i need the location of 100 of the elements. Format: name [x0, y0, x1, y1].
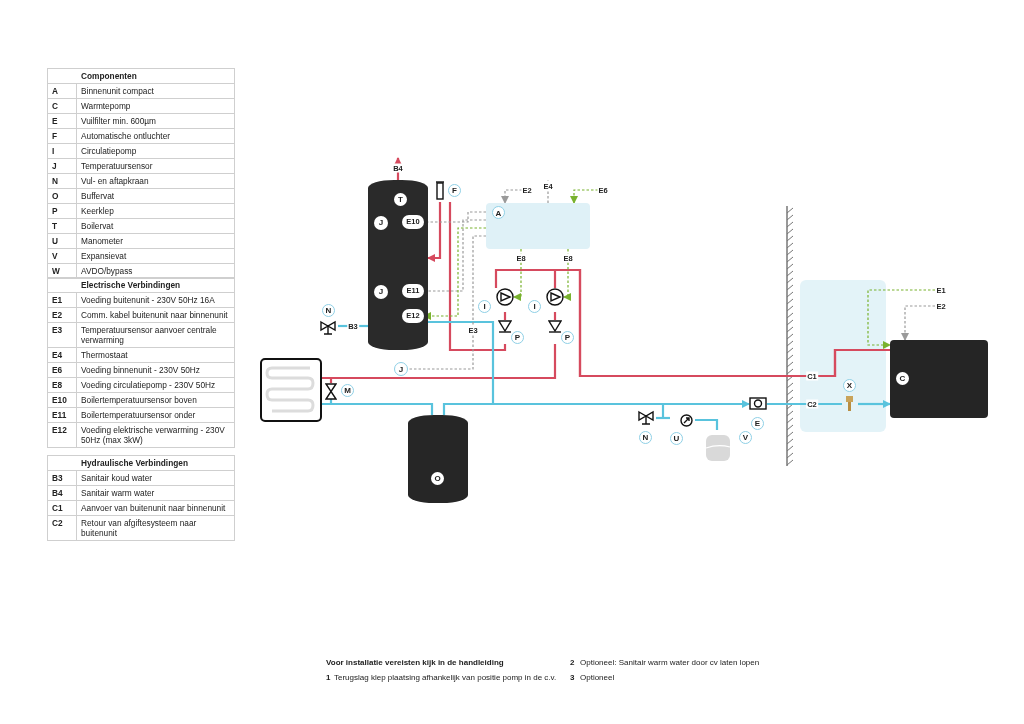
callout-letter: F — [448, 184, 461, 197]
callout-letter: P — [511, 331, 524, 344]
table-cell: Circulatiepomp — [76, 143, 235, 159]
footnote-number: 2 — [570, 658, 575, 667]
table-cell: E11 — [47, 407, 77, 423]
table-cell: Buffervat — [76, 188, 235, 204]
footnote-text: Terugslag klep plaatsing afhankelijk van positie pomp in de c.v. — [334, 673, 557, 682]
pipe — [858, 400, 891, 408]
table-cell: E2 — [47, 307, 77, 323]
table-cell: Vuilfilter min. 600µm — [76, 113, 235, 129]
table-cell: E — [47, 113, 77, 129]
table-cell: Sanitair koud water — [76, 470, 235, 486]
cable-line — [867, 289, 936, 349]
cable-line — [570, 189, 599, 204]
pipe — [322, 344, 557, 380]
table-cell: U — [47, 233, 77, 249]
tank-drawing — [368, 180, 428, 350]
table-cell: Boilertemperatuursensor onder — [76, 407, 235, 423]
table-cell: Aanvoer van buitenunit naar binnenunit — [76, 500, 235, 516]
table-cell: E1 — [47, 292, 77, 308]
table-header: Electrische Verbindingen — [47, 277, 235, 293]
pipe — [767, 402, 842, 406]
table-cell: A — [47, 83, 77, 99]
table-cell: N — [47, 173, 77, 189]
footnote-text: Voor installatie vereisten kijk in de handleiding — [326, 658, 504, 667]
table-header: Componenten — [47, 68, 235, 84]
table-cell: Manometer — [76, 233, 235, 249]
callout-letter: I — [528, 300, 541, 313]
table-cell: Boilertemperatuursensor boven — [76, 392, 235, 408]
callout-letter: I — [478, 300, 491, 313]
pipe — [322, 402, 434, 415]
table-cell: Sanitair warm water — [76, 485, 235, 501]
callout-letter: U — [670, 432, 683, 445]
table-cell: Voeding buitenunit - 230V 50Hz 16A — [76, 292, 235, 308]
table-cell: Vul- en aftapkraan — [76, 173, 235, 189]
callout-letter: J — [394, 362, 408, 376]
callout-letter: A — [492, 206, 505, 219]
callout-letter: O — [431, 472, 444, 485]
footnote-text: Optioneel: Sanitair warm water door cv laten lopen — [580, 658, 760, 667]
table-cell: Warmtepomp — [76, 98, 235, 114]
table-cell: E4 — [47, 347, 77, 363]
table-cell: Voeding binnenunit - 230V 50Hz — [76, 362, 235, 378]
table-cell: T — [47, 218, 77, 234]
pipe — [695, 418, 719, 430]
cable-line — [563, 248, 571, 301]
table-cell: V — [47, 248, 77, 264]
table-cell: W — [47, 263, 77, 279]
callout-letter: J — [374, 216, 388, 230]
callout-letter: M — [341, 384, 354, 397]
table-cell: I — [47, 143, 77, 159]
table-cell: Retour van afgiftesysteem naar buitenunit — [76, 515, 235, 541]
table-cell: B3 — [47, 470, 77, 486]
table-cell: Voeding circulatiepomp - 230V 50Hz — [76, 377, 235, 393]
table-cell: C2 — [47, 515, 77, 541]
cable-line — [513, 248, 522, 301]
table-cell: E3 — [47, 322, 77, 348]
callout-letter: C — [896, 372, 909, 385]
table-cell: E12 — [47, 422, 77, 448]
table-cell: O — [47, 188, 77, 204]
table-cell: E8 — [47, 377, 77, 393]
table-cell: Temperatuursensor — [76, 158, 235, 174]
callout-letter: N — [639, 431, 652, 444]
footnote-number: 3 — [570, 673, 575, 682]
table-cell: E10 — [47, 392, 77, 408]
callout-letter: P — [561, 331, 574, 344]
table-cell: Boilervat — [76, 218, 235, 234]
table-cell: AVDO/bypass — [76, 263, 235, 279]
table-cell: P — [47, 203, 77, 219]
callout-letter: V — [739, 431, 752, 444]
table-cell: Automatische ontluchter — [76, 128, 235, 144]
table-cell: E6 — [47, 362, 77, 378]
tank-drawing — [408, 415, 468, 503]
table-header: Hydraulische Verbindingen — [47, 455, 235, 471]
unit-box — [486, 203, 590, 249]
callout-letter: T — [394, 193, 407, 206]
callout-letter: N — [322, 304, 335, 317]
table-cell: Comm. kabel buitenunit naar binnenunit — [76, 307, 235, 323]
table-cell: B4 — [47, 485, 77, 501]
table-cell: F — [47, 128, 77, 144]
table-cell: Keerklep — [76, 203, 235, 219]
pipe — [428, 320, 750, 408]
pipe — [448, 202, 507, 352]
table-cell: Temperatuursensor aanvoer centrale verwarming — [76, 322, 235, 348]
table-cell: C1 — [47, 500, 77, 516]
cable-line — [501, 189, 523, 204]
unit-box — [890, 340, 988, 418]
cable-line — [407, 235, 487, 370]
pipe — [427, 202, 442, 262]
table-cell: Expansievat — [76, 248, 235, 264]
table-cell: Thermostaat — [76, 347, 235, 363]
callout-letter: E — [751, 417, 764, 430]
floor-heating-drawing — [260, 358, 322, 422]
cable-line — [901, 305, 936, 341]
table-cell: Voeding elektrische verwarming - 230V 50Hz (max 3kW) — [76, 422, 235, 448]
table-cell: Binnenunit compact — [76, 83, 235, 99]
pipe — [656, 416, 670, 420]
table-cell: C — [47, 98, 77, 114]
footnote-number: 1 — [326, 673, 331, 682]
callout-letter: J — [374, 285, 388, 299]
table-cell: J — [47, 158, 77, 174]
